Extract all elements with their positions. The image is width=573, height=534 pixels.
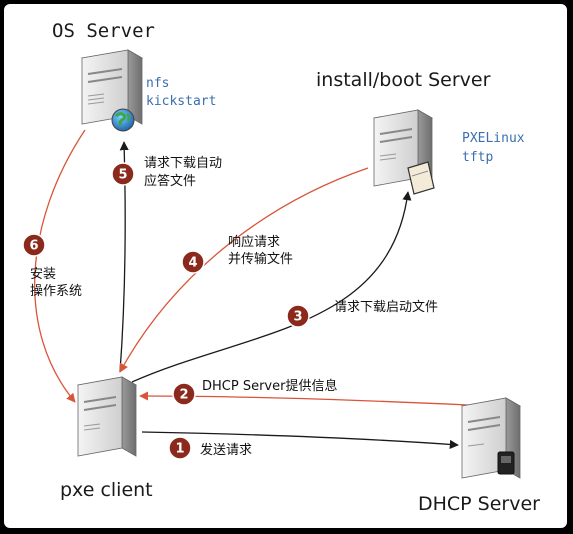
os-server-service-kickstart: kickstart [146, 94, 216, 109]
install-server-title: install/boot Server [316, 69, 491, 91]
diagram-canvas: OS Server nfs kickstart install/boot Ser… [4, 4, 567, 528]
svg-text:4: 4 [188, 256, 197, 271]
dhcp-server-icon [460, 397, 522, 479]
step3-label: 请求下载启动文件 [334, 300, 438, 315]
step3-arrow [131, 191, 412, 383]
globe-icon [111, 108, 135, 132]
step4-label-line1: 响应请求 [228, 234, 280, 250]
os-server-title: OS Server [52, 20, 155, 42]
svg-text:5: 5 [118, 168, 127, 183]
step4-label-line2: 并传输文件 [228, 251, 293, 267]
pxe-boot-diagram: OS Server nfs kickstart install/boot Ser… [22, 20, 540, 515]
os-server-icon [80, 49, 144, 125]
svg-text:1: 1 [175, 442, 184, 457]
os-server-service-nfs: nfs [146, 76, 169, 91]
step6-arrow [34, 129, 86, 403]
step3-badge: 3 [286, 304, 310, 328]
svg-text:3: 3 [293, 310, 302, 325]
step5-label-line2: 应答文件 [144, 173, 196, 189]
step1-arrow [141, 431, 459, 449]
step6-label-line1: 安装 [30, 267, 56, 282]
step4-arrow [119, 167, 369, 373]
step5-badge: 5 [111, 162, 135, 186]
step6-label-line2: 操作系统 [30, 283, 82, 299]
pxe-client-icon [76, 376, 138, 457]
step6-badge: 6 [22, 233, 46, 257]
step2-badge: 2 [172, 382, 196, 406]
step1-badge: 1 [168, 436, 192, 460]
dhcp-server-title: DHCP Server [418, 493, 540, 515]
svg-text:6: 6 [29, 239, 38, 254]
install-server-service-pxelinux: PXELinux [462, 131, 525, 146]
pxe-client-title: pxe client [60, 479, 153, 501]
phone-icon [497, 451, 515, 475]
step4-badge: 4 [181, 250, 205, 274]
step1-label: 发送请求 [200, 442, 252, 458]
step5-label-line1: 请求下载自动 [144, 156, 222, 171]
document-icon [407, 161, 435, 195]
svg-text:2: 2 [179, 388, 188, 403]
install-server-service-tftp: tftp [462, 150, 493, 165]
step2-label: DHCP Server提供信息 [202, 378, 337, 394]
